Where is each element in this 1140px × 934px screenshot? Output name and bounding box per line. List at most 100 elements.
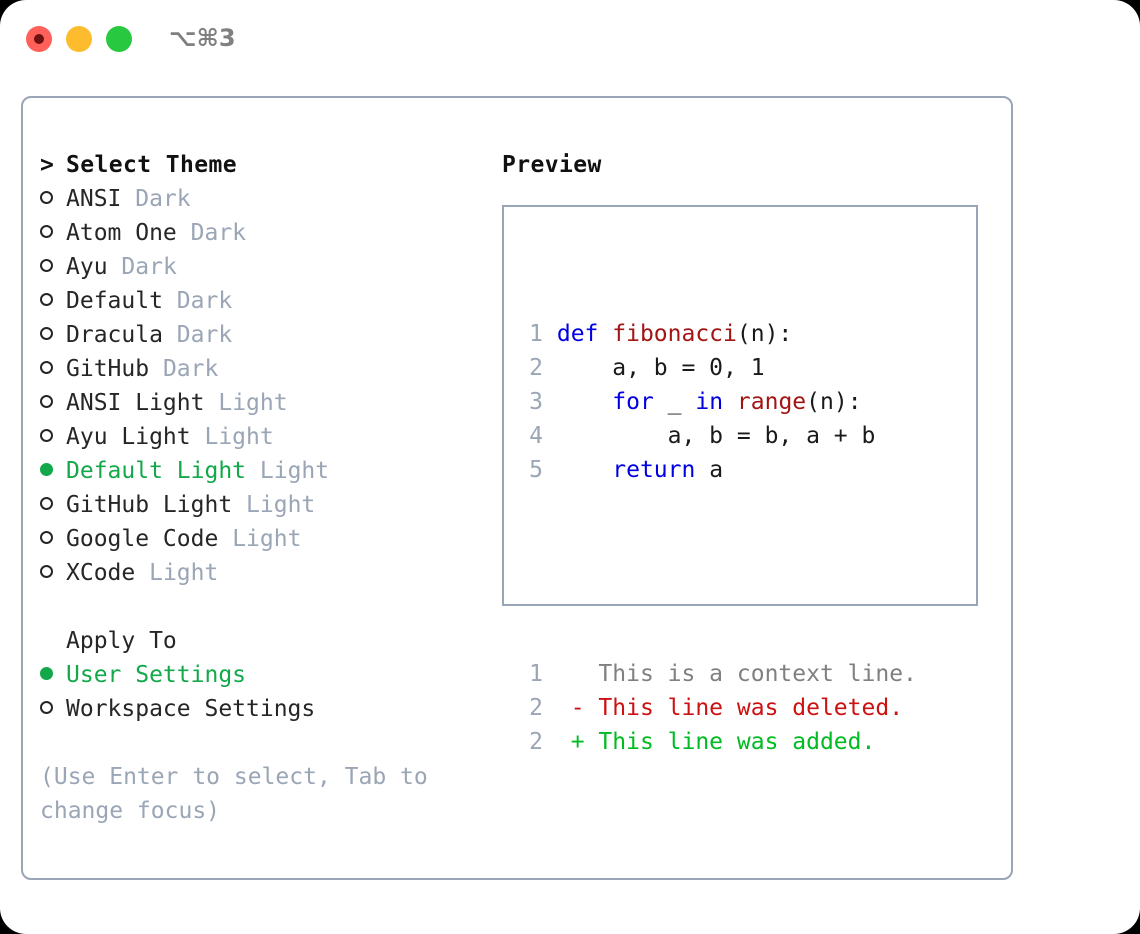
theme-name: Atom One xyxy=(66,220,177,246)
radio-circle xyxy=(40,293,53,306)
radio-circle xyxy=(40,225,53,238)
radio-circle xyxy=(40,395,53,408)
code-token: a, b = 0, 1 xyxy=(556,355,765,381)
radio-unselected-icon xyxy=(40,182,66,216)
radio-selected-icon xyxy=(40,658,66,692)
page-title: Select Theme xyxy=(66,152,237,178)
theme-variant-badge: Dark xyxy=(176,322,233,348)
theme-name: ANSI Light xyxy=(66,390,205,416)
theme-name: Ayu Light xyxy=(66,424,191,450)
radio-unselected-icon xyxy=(40,692,66,726)
line-number: 5 xyxy=(529,457,543,483)
radio-unselected-icon xyxy=(40,488,66,522)
radio-circle xyxy=(40,327,53,340)
maximize-button[interactable] xyxy=(106,26,132,52)
minimize-button[interactable] xyxy=(66,26,92,52)
theme-name: Default xyxy=(66,288,163,314)
code-line: 5 return a xyxy=(521,453,917,487)
code-token: (n): xyxy=(736,321,793,347)
theme-list-item[interactable]: XCode Light xyxy=(40,556,480,590)
code-token: for xyxy=(612,389,654,415)
theme-name: Dracula xyxy=(66,322,163,348)
radio-circle xyxy=(40,361,53,374)
code-token xyxy=(557,457,612,483)
theme-name: Google Code xyxy=(66,526,219,552)
apply-to-item[interactable]: Workspace Settings xyxy=(40,692,480,726)
theme-list-item[interactable]: ANSI Light Light xyxy=(40,386,480,420)
code-line: 3 for _ in range(n): xyxy=(521,385,917,419)
line-number: 2 xyxy=(529,729,543,755)
radio-circle xyxy=(40,497,53,510)
radio-unselected-icon xyxy=(40,522,66,556)
code-token xyxy=(557,389,612,415)
theme-name: GitHub Light xyxy=(66,492,233,518)
radio-circle xyxy=(40,259,53,272)
keyboard-shortcut-label: ⌥⌘3 xyxy=(169,24,236,52)
code-token: def xyxy=(556,321,613,347)
radio-circle xyxy=(40,429,53,442)
line-number: 1 xyxy=(529,661,543,687)
diff-line-text: - This line was deleted. xyxy=(556,695,904,721)
code-token: fibonacci xyxy=(612,321,737,347)
close-button[interactable] xyxy=(26,26,52,52)
hint-text: (Use Enter to select, Tab to change focu… xyxy=(40,764,428,824)
code-line: 4 a, b = b, a + b xyxy=(521,419,917,453)
radio-unselected-icon xyxy=(40,352,66,386)
theme-name: GitHub xyxy=(66,356,150,382)
theme-variant-badge: Dark xyxy=(190,220,247,246)
radio-unselected-icon xyxy=(40,216,66,250)
code-token: in xyxy=(695,389,724,415)
theme-list-item[interactable]: Ayu Dark xyxy=(40,250,480,284)
code-token xyxy=(723,389,737,415)
radio-circle xyxy=(40,565,53,578)
radio-circle xyxy=(40,191,53,204)
theme-name: XCode xyxy=(66,560,136,586)
code-token: a xyxy=(695,457,724,483)
apply-to-label: User Settings xyxy=(66,662,247,688)
code-line: 1 def fibonacci(n): xyxy=(521,317,917,351)
radio-circle xyxy=(40,531,53,544)
code-line: 2 a, b = 0, 1 xyxy=(521,351,917,385)
theme-list-item[interactable]: GitHub Light Light xyxy=(40,488,480,522)
code-token: range xyxy=(736,389,807,415)
diff-line: 2 - This line was deleted. xyxy=(521,691,917,725)
line-number: 2 xyxy=(529,355,543,381)
diff-line-text: + This line was added. xyxy=(556,729,876,755)
theme-list-item[interactable]: Atom One Dark xyxy=(40,216,480,250)
preview-title: Preview xyxy=(502,152,602,178)
theme-name: ANSI xyxy=(66,186,122,212)
theme-picker-header: >Select Theme xyxy=(40,148,480,182)
diff-line: 2 + This line was added. xyxy=(521,725,917,759)
theme-name: Ayu xyxy=(66,254,108,280)
apply-to-item[interactable]: User Settings xyxy=(40,658,480,692)
theme-variant-badge: Dark xyxy=(162,356,219,382)
theme-variant-badge: Light xyxy=(204,424,274,450)
theme-list-item[interactable]: Dracula Dark xyxy=(40,318,480,352)
diff-line-text: This is a context line. xyxy=(556,661,917,687)
radio-circle xyxy=(40,667,53,680)
radio-circle xyxy=(40,701,53,714)
theme-list-item[interactable]: ANSI Dark xyxy=(40,182,480,216)
theme-variant-badge: Light xyxy=(259,458,330,484)
theme-list-item[interactable]: Default Light Light xyxy=(40,454,480,488)
theme-list-item[interactable]: Default Dark xyxy=(40,284,480,318)
code-token: return xyxy=(612,457,696,483)
recording-dot-icon xyxy=(34,34,44,44)
theme-list-item[interactable]: Ayu Light Light xyxy=(40,420,480,454)
theme-list-item[interactable]: Google Code Light xyxy=(40,522,480,556)
apply-to-header: Apply To xyxy=(66,628,177,654)
diff-sample: 1 This is a context line. 2 - This line w… xyxy=(521,657,917,759)
line-number: 1 xyxy=(529,321,543,347)
radio-unselected-icon xyxy=(40,420,66,454)
code-token: a, b = b, a + b xyxy=(556,423,876,449)
theme-list-item[interactable]: GitHub Dark xyxy=(40,352,480,386)
radio-circle xyxy=(40,463,53,476)
